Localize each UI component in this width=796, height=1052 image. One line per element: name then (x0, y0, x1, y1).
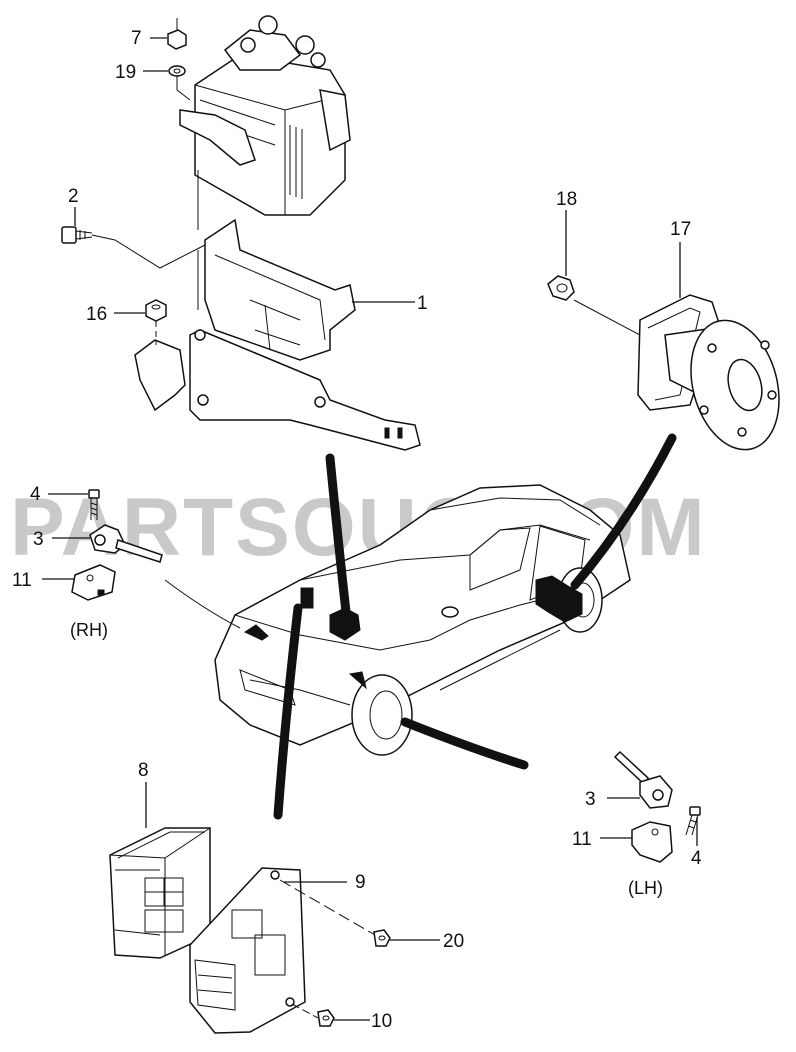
callout-3-lh: 3 (585, 789, 596, 810)
callout-11-lh: 11 (572, 829, 592, 850)
bolt-20[interactable] (373, 929, 391, 947)
callout-4-lh: 4 (691, 848, 702, 869)
abs-control-unit-8[interactable] (109, 827, 211, 959)
callout-4-rh: 4 (30, 484, 41, 505)
control-unit-bracket-9[interactable] (189, 867, 306, 1034)
lh-label: (LH) (628, 878, 663, 898)
rh-label: (RH) (70, 620, 108, 640)
wheel-speed-sensor-rh[interactable] (89, 524, 163, 563)
bolt-4-lh[interactable] (685, 806, 701, 836)
callout-8: 8 (138, 760, 149, 781)
abs-modulator[interactable] (179, 15, 351, 216)
indicator-ecu (273, 603, 303, 820)
indicator-abs (325, 453, 351, 617)
nut-7[interactable] (167, 18, 187, 50)
callout-10: 10 (371, 1011, 392, 1032)
nut-16[interactable] (145, 299, 167, 322)
callout-9: 9 (355, 872, 366, 893)
indicator-lh-sensor (400, 717, 529, 770)
location-mark-rh-sensor (243, 624, 269, 641)
wheel-speed-sensor-lh[interactable] (613, 750, 673, 809)
sensor-bracket-11-lh[interactable] (631, 821, 673, 863)
wheel-hub-17[interactable] (637, 294, 793, 460)
sensor-bracket-11-rh[interactable] (71, 564, 116, 601)
callout-17: 17 (670, 219, 691, 240)
location-mark-ecu (300, 587, 314, 609)
callout-20: 20 (443, 931, 464, 952)
bolt-4-rh[interactable] (88, 489, 100, 520)
bolt-2[interactable] (61, 226, 93, 244)
washer-19[interactable] (168, 65, 186, 77)
callout-18: 18 (556, 189, 577, 210)
callout-11-rh: 11 (12, 570, 32, 591)
callout-16: 16 (86, 304, 107, 325)
callout-2: 2 (68, 186, 79, 207)
indicator-rh-sensor (164, 579, 241, 629)
abs-bracket[interactable] (134, 218, 421, 451)
nut-18[interactable] (547, 275, 575, 301)
callout-1: 1 (417, 293, 428, 314)
bolt-10[interactable] (317, 1009, 335, 1027)
callout-19: 19 (115, 62, 136, 83)
indicator-hub (570, 433, 677, 590)
callout-7: 7 (131, 28, 142, 49)
location-mark-lh-sensor (348, 671, 367, 690)
callout-3-rh: 3 (33, 529, 44, 550)
location-mark-hub (535, 575, 583, 623)
